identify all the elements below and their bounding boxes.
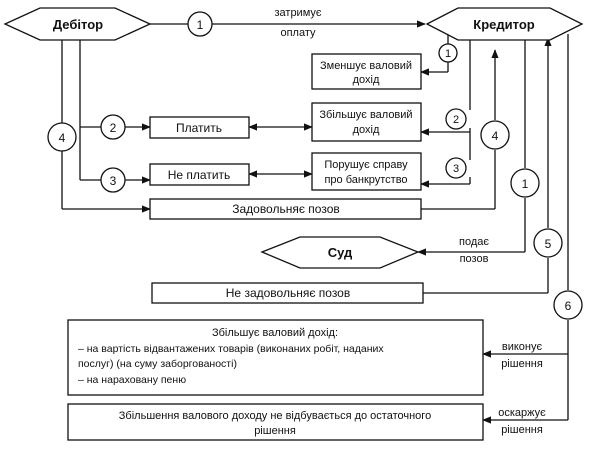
circle-3-right: 3 xyxy=(445,157,467,179)
claim-satisfied-box: Задовольняє позов xyxy=(149,198,422,220)
appeals-line-1: оскаржує xyxy=(498,407,546,419)
not-pays-label: Не платить xyxy=(168,168,231,182)
detail-line-2: – на вартість відвантажених товарів (вик… xyxy=(78,343,384,355)
claim-satisfied-label: Задовольняє позов xyxy=(232,202,340,216)
svg-text:1: 1 xyxy=(522,177,529,191)
svg-text:2: 2 xyxy=(453,114,459,126)
circle-1-right: 1 xyxy=(438,43,458,63)
not-pays-box: Не платить xyxy=(149,163,250,186)
pays-label: Платить xyxy=(176,121,222,135)
no-increase-line-2: рішення xyxy=(254,425,296,437)
svg-text:4: 4 xyxy=(59,131,66,145)
svg-text:4: 4 xyxy=(492,129,499,143)
circle-2-right: 2 xyxy=(445,108,467,130)
delays-payment-line-1: затримує xyxy=(274,7,321,19)
pays-box: Платить xyxy=(149,116,250,139)
increase-income-detail-box: Збільшує валовий дохід: – на вартість ві… xyxy=(67,319,484,396)
debtor-node: Дебітор xyxy=(3,7,152,41)
circle-3-left: 3 xyxy=(100,167,126,193)
detail-line-4: – на нараховану пеню xyxy=(78,374,186,386)
executes-line-1: виконує xyxy=(502,341,543,353)
circle-5: 5 xyxy=(533,228,563,258)
svg-text:1: 1 xyxy=(197,18,204,32)
increase-income-line-1: Збільшує валовий xyxy=(319,109,412,121)
executes-line-2: рішення xyxy=(501,358,543,370)
delays-payment-line-2: оплату xyxy=(280,27,316,39)
circle-1-vertical: 1 xyxy=(510,168,540,198)
svg-text:5: 5 xyxy=(545,237,552,251)
court-label: Суд xyxy=(328,245,353,260)
circle-1-top: 1 xyxy=(187,11,213,37)
files-claim-line-1: подає xyxy=(459,236,489,248)
reduce-income-line-1: Зменшує валовий xyxy=(320,60,412,72)
svg-text:6: 6 xyxy=(565,299,572,313)
claim-rejected-box: Не задовольняє позов xyxy=(151,282,424,304)
increase-income-box: Збільшує валовий дохід xyxy=(311,102,422,142)
bankruptcy-box: Порушує справу про банкрутство xyxy=(311,152,422,191)
creditor-node: Кредитор xyxy=(425,7,584,41)
svg-text:1: 1 xyxy=(445,48,451,60)
bankruptcy-line-1: Порушує справу xyxy=(324,159,408,171)
files-claim-line-2: позов xyxy=(460,253,489,265)
court-node: Суд xyxy=(260,236,420,269)
reduce-income-box: Зменшує валовий дохід xyxy=(311,53,422,90)
detail-line-3: послуг) (на суму заборгованості) xyxy=(78,358,237,370)
connectors xyxy=(61,20,569,424)
debtor-label: Дебітор xyxy=(53,17,103,32)
claim-rejected-label: Не задовольняє позов xyxy=(226,286,350,300)
svg-text:3: 3 xyxy=(453,163,459,175)
svg-text:2: 2 xyxy=(110,121,117,135)
increase-income-line-2: дохід xyxy=(353,124,380,136)
circle-4-right: 4 xyxy=(480,120,510,150)
circle-2-left: 2 xyxy=(100,114,126,140)
no-increase-box: Збільшення валового доходу не відбуваєть… xyxy=(67,403,484,441)
circle-6: 6 xyxy=(553,290,583,320)
no-increase-line-1: Збільшення валового доходу не відбуваєть… xyxy=(119,410,431,422)
creditor-label: Кредитор xyxy=(473,17,534,32)
appeals-line-2: рішення xyxy=(501,424,543,436)
circle-4-left: 4 xyxy=(47,122,77,152)
svg-text:3: 3 xyxy=(110,174,117,188)
bankruptcy-line-2: про банкрутство xyxy=(324,174,407,186)
reduce-income-line-2: дохід xyxy=(353,74,380,86)
detail-line-1: Збільшує валовий дохід: xyxy=(212,327,338,339)
